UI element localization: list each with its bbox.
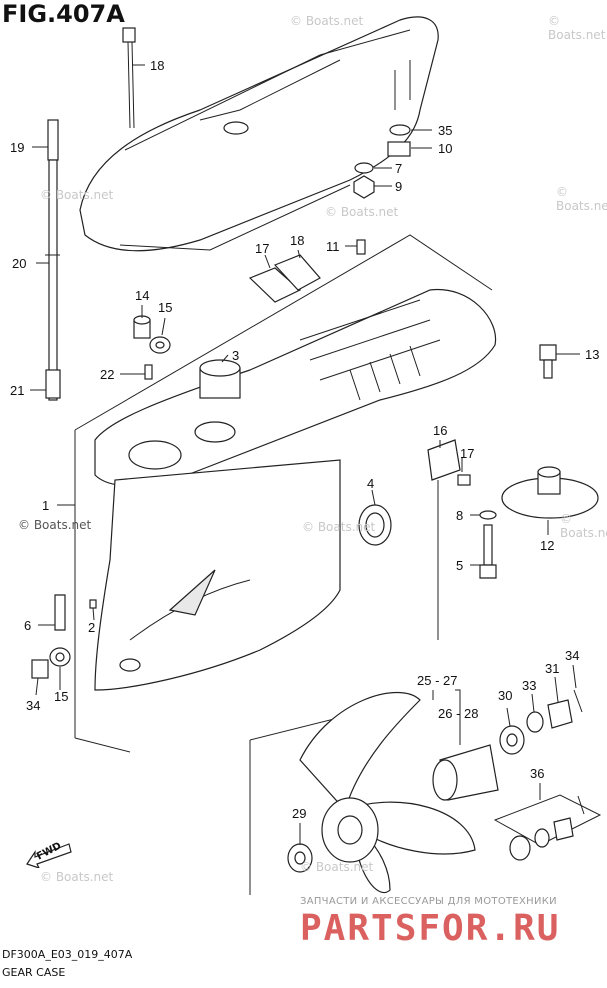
watermark: © Boats.net: [18, 518, 92, 532]
callout-12: 12: [540, 538, 554, 553]
tie-strap: [122, 27, 136, 129]
brand-tagline: ЗАПЧАСТИ И АКСЕССУАРЫ ДЛЯ МОТОТЕХНИКИ: [300, 896, 557, 907]
assembly-frame: [74, 234, 493, 895]
shift-rod: [45, 119, 61, 401]
callout-13: 13: [585, 347, 599, 362]
callout-6: 6: [24, 618, 31, 633]
callout-2: 2: [88, 620, 95, 635]
watermark: © Boats.net: [300, 860, 374, 874]
callout-1: 1: [42, 498, 49, 513]
figure-caption: GEAR CASE: [2, 966, 66, 979]
watermark: © Boats.net: [325, 205, 399, 219]
brand-logo: PARTSFOR.RU: [300, 908, 561, 949]
callout-17: 17: [460, 446, 474, 461]
callout-16: 16: [433, 423, 447, 438]
callout-15-bottom: 15: [54, 689, 68, 704]
callout-10: 10: [438, 141, 452, 156]
figure-code: DF300A_E03_019_407A: [2, 948, 133, 961]
callout-3: 3: [232, 348, 239, 363]
fwd-arrow-icon: [26, 843, 72, 868]
watermark: © Boats.net: [290, 14, 364, 28]
upper-cover: [79, 16, 439, 252]
callout-34: 34: [26, 698, 40, 713]
callout-labels: 18 19 20 21 22 14 15 3 17 18 11 35 10 7 …: [10, 58, 599, 821]
callout-11: 11: [326, 239, 340, 254]
callout-9: 9: [395, 179, 402, 194]
callout-19: 18: [290, 233, 304, 248]
callout-32: 33: [522, 678, 536, 693]
callout-5: 5: [456, 558, 463, 573]
callout-14: 14: [135, 288, 149, 303]
watermark: © Boats.net: [40, 188, 114, 202]
callout-18: 17: [255, 241, 269, 256]
callout-20: 19: [10, 140, 24, 155]
small-parts: [31, 124, 599, 679]
figure-title: FIG.407A: [2, 0, 125, 28]
callout-15-top: 15: [158, 300, 172, 315]
callout-29: 29: [292, 806, 306, 821]
watermark: © Boats.net: [40, 870, 114, 884]
anode-plates: [248, 254, 321, 303]
propeller: [287, 689, 602, 894]
callout-35: 35: [438, 123, 452, 138]
callout-30: 30: [498, 688, 512, 703]
watermark: © Boats.net: [556, 185, 607, 213]
callout-31: 31: [545, 661, 559, 676]
watermark: © Boats.net: [302, 520, 376, 534]
callout-33: 34: [565, 648, 579, 663]
callout-24: 22: [100, 367, 114, 382]
callout-21: 20: [12, 256, 26, 271]
callout-4: 4: [367, 476, 374, 491]
callout-26-28: 26 - 28: [438, 706, 478, 721]
gear-case-body: [94, 288, 497, 691]
leader-lines: [30, 64, 580, 845]
callout-36: 36: [530, 766, 544, 781]
callout-25-27: 25 - 27: [417, 673, 457, 688]
watermark: © Boats.net: [548, 14, 606, 42]
watermark: © Boats.net: [560, 512, 607, 540]
callout-8: 8: [456, 508, 463, 523]
callout-23: 18: [150, 58, 164, 73]
callout-7: 7: [395, 161, 402, 176]
callout-22: 21: [10, 383, 24, 398]
